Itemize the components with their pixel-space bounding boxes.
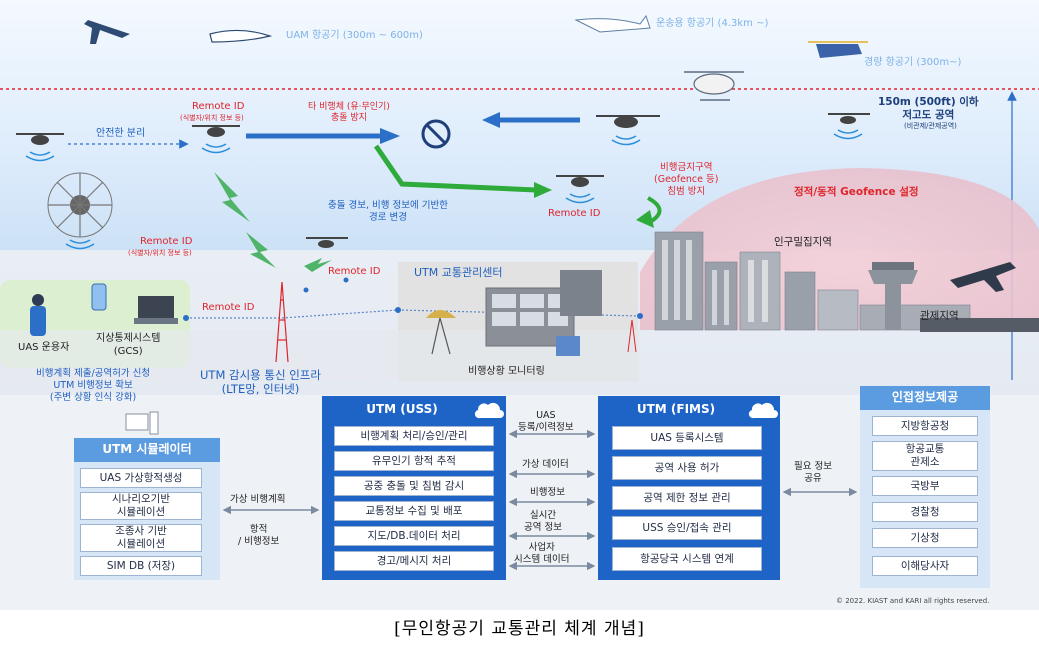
low-altitude-label: 150m (500ft) 이하 저고도 공역	[878, 96, 979, 122]
simulator-item: 시나리오기반 시뮬레이션	[80, 492, 202, 520]
uam-aircraft-label: UAM 항공기 (300m ~ 600m)	[286, 30, 423, 41]
remote-id-label-3: Remote ID	[140, 236, 193, 247]
controlled-area-label: 관제지역	[920, 310, 959, 322]
geofence-setting-label: 정적/동적 Geofence 설정	[794, 186, 919, 198]
adjacent-item: 항공교통 관제소	[872, 441, 978, 471]
low-altitude-sub: (비관제/관제공역)	[904, 122, 957, 130]
simulator-item: UAS 가상항적생성	[80, 468, 202, 488]
fims-item: 항공당국 시스템 연계	[612, 547, 762, 571]
link-label-registration: UAS 등록/이력정보	[518, 410, 574, 433]
gcs-label: 지상통제시스템 (GCS)	[96, 333, 161, 357]
uss-item: 유무인기 항적 추적	[334, 451, 494, 471]
uss-item: 공중 충돌 및 침범 감시	[334, 476, 494, 496]
figure-caption: [무인항공기 교통관리 체계 개념]	[394, 619, 645, 639]
simulator-title: UTM 시뮬레이터	[102, 442, 192, 456]
simulator-item: SIM DB (저장)	[80, 556, 202, 576]
remote-id-sub-3: (식별자/위치 정보 등)	[128, 249, 192, 257]
link-label-virtual-data: 가상 데이터	[522, 459, 569, 470]
populated-area-label: 인구밀집지역	[774, 236, 832, 248]
utm-center-label: UTM 교통관리센터	[414, 266, 503, 279]
operator-tasks-label: 비행계획 제출/공역허가 신청 UTM 비행정보 확보 (주변 상황 인식 강화…	[36, 368, 151, 403]
adjacent-title: 인접정보제공	[891, 390, 959, 404]
safe-separation-label: 안전한 분리	[96, 128, 146, 139]
light-aircraft-label: 경량 항공기 (300m~)	[864, 57, 962, 68]
diagram-canvas: UAM 항공기 (300m ~ 600m) 운송용 항공기 (4.3km ~) …	[0, 0, 1039, 610]
remote-id-label-2: Remote ID	[548, 208, 601, 219]
adjacent-item: 이해당사자	[872, 556, 978, 576]
uss-item: 지도/DB.데이터 처리	[334, 526, 494, 546]
monitoring-label: 비행상황 모니터링	[468, 366, 545, 377]
link-label-operator-data: 사업자 시스템 데이터	[514, 542, 570, 565]
remote-id-sub-1: (식별자/위치 정보 등)	[180, 114, 244, 122]
adjacent-item: 기상청	[872, 528, 978, 548]
fims-item: 공역 사용 허가	[612, 456, 762, 480]
remote-id-label-5: Remote ID	[202, 302, 255, 313]
adjacent-item: 국방부	[872, 476, 978, 496]
transport-aircraft-label: 운송용 항공기 (4.3km ~)	[656, 18, 769, 29]
collision-reroute-label: 충돌 경보, 비행 정보에 기반한 경로 변경	[328, 200, 448, 223]
uss-item: 교통정보 수집 및 배포	[334, 501, 494, 521]
other-aircraft-label: 타 비행체 (유·무인기) 충돌 방지	[308, 102, 390, 124]
fims-item: UAS 등록시스템	[612, 426, 762, 450]
fims-item: 공역 제한 정보 관리	[612, 486, 762, 510]
sim-link-top: 가상 비행계획	[230, 494, 286, 505]
adjacent-item: 경찰청	[872, 502, 978, 522]
link-label-flight-info: 비행정보	[530, 487, 565, 498]
simulator-item: 조종사 기반 시뮬레이션	[80, 524, 202, 552]
fims-item: USS 승인/접속 관리	[612, 516, 762, 540]
link-label-realtime: 실시간 공역 정보	[524, 510, 562, 533]
geofence-intrusion-label: 비행금지구역 (Geofence 등) 침범 방지	[654, 162, 719, 197]
fims-title: UTM (FIMS)	[636, 402, 716, 416]
comm-infra-label: UTM 감시용 통신 인프라 (LTE망, 인터넷)	[200, 368, 321, 397]
remote-id-label-4: Remote ID	[328, 266, 381, 277]
fims-link-label: 필요 정보 공유	[794, 461, 832, 484]
uas-operator-label: UAS 운용자	[18, 342, 70, 353]
uss-title: UTM (USS)	[366, 402, 438, 416]
copyright-notice: © 2022. KIAST and KARI all rights reserv…	[836, 597, 990, 605]
remote-id-label-1: Remote ID	[192, 101, 245, 112]
uss-item: 경고/메시지 처리	[334, 551, 494, 571]
drone-shapes	[16, 113, 870, 248]
uss-item: 비행계획 처리/승인/관리	[334, 426, 494, 446]
sim-link-bottom: 항적 / 비행정보	[238, 524, 280, 547]
adjacent-item: 지방항공청	[872, 416, 978, 436]
